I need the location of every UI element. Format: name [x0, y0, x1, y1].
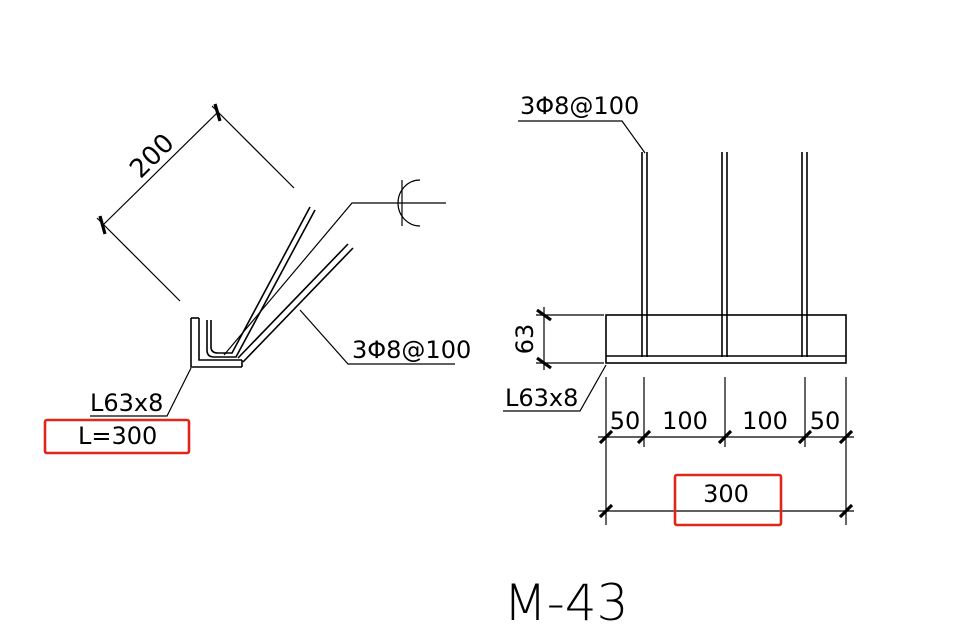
rebar-vertical-1: [641, 152, 648, 357]
length-label-highlight: [43, 418, 191, 455]
rebar-label-right: 3Φ8@100: [520, 92, 639, 120]
rebar-bent-outer: [206, 209, 316, 358]
rebar-anchor-inner: [237, 243, 349, 359]
dim-200-line: [102, 111, 219, 226]
dim-seg-tick-0: [598, 429, 614, 445]
length-label: L=300: [78, 422, 157, 450]
left-view: 200 3Φ8@100 L63x8 L=300: [43, 103, 471, 455]
dim-seg-tick-4: [838, 429, 854, 445]
dim-seg-tick-2: [717, 429, 733, 445]
dim-63-text: 63: [511, 324, 539, 355]
dim-200-text: 200: [124, 128, 180, 184]
rebar-anchor-outer: [242, 247, 354, 363]
dim-total-tick-left: [598, 503, 614, 519]
dim-total-tick-right: [838, 503, 854, 519]
angle-steel-elevation: [605, 314, 847, 364]
rebar-leader-right: [518, 120, 646, 154]
drawing-title: M-43: [504, 574, 629, 632]
dim-200-tick-upper: [213, 103, 222, 122]
rebar-leader-left: [299, 309, 455, 365]
dim-seg-tick-3: [797, 429, 813, 445]
angle-label-left: L63x8: [90, 389, 163, 417]
rebar-bent-inner: [210, 206, 311, 354]
dim-200-tick-lower: [98, 215, 107, 235]
dim-50-right-text: 50: [810, 407, 841, 435]
dim-63-tick-bottom: [536, 356, 552, 370]
angle-label-right: L63x8: [505, 384, 578, 412]
rebar-vertical-2: [721, 152, 728, 357]
dim-100-b-text: 100: [742, 407, 788, 435]
rebar-vertical-3: [801, 152, 808, 357]
dim-200-ext-lower: [96, 217, 181, 302]
angle-steel-inner: [198, 318, 242, 361]
dim-total-text: 300: [703, 480, 749, 508]
weld-symbol-arc: [397, 179, 421, 227]
angle-steel-outer: [190, 318, 242, 368]
dim-total-highlight: [673, 473, 783, 527]
right-view: 3Φ8@100 63 L63x8: [503, 92, 854, 527]
dim-100-a-text: 100: [662, 407, 708, 435]
weld-leader: [223, 202, 446, 356]
rebar-label-left: 3Φ8@100: [352, 336, 471, 364]
dim-50-left-text: 50: [610, 407, 641, 435]
angle-leader-left: [90, 367, 192, 417]
dim-63-tick-top: [536, 308, 552, 322]
dim-200-ext-upper: [211, 105, 295, 189]
angle-leader-right: [503, 364, 607, 412]
dim-seg-tick-1: [636, 429, 652, 445]
